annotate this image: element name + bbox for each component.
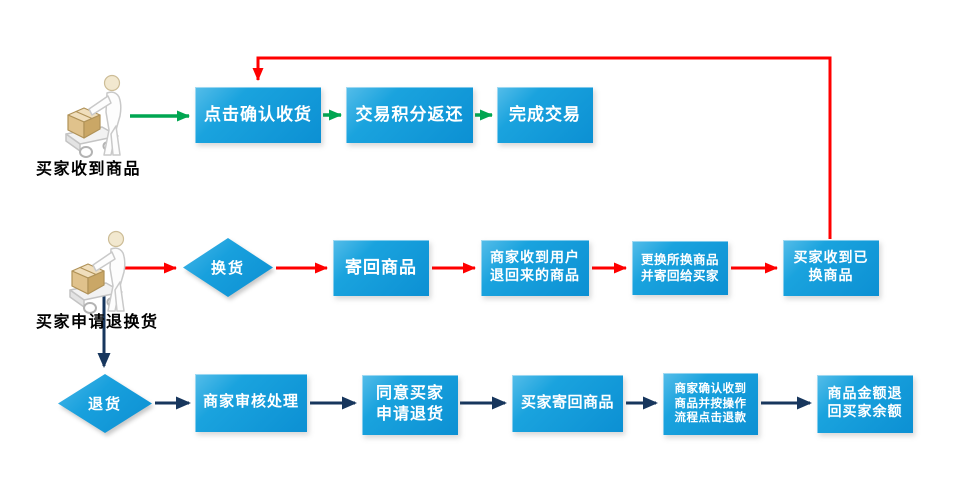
- arrow-feedback-to-confirm-receipt: [252, 56, 832, 239]
- step-amount-refunded-to-balance: 商品金额退 回买家余额: [817, 375, 913, 433]
- decision-exchange: 换货: [183, 238, 273, 297]
- step-click-confirm-receipt: 点击确认收货: [195, 87, 321, 143]
- decision-return: 退货: [58, 374, 152, 433]
- decision-return-label: 退货: [58, 374, 152, 433]
- step-merchant-review: 商家审核处理: [195, 374, 307, 432]
- step-merchant-receives-returned-goods: 商家收到用户 退回来的商品: [481, 240, 589, 296]
- step-buyer-receives-exchanged-goods: 买家收到已 换商品: [783, 240, 879, 296]
- step-buyer-sends-back-goods: 买家寄回商品: [512, 375, 623, 432]
- step-agree-return-request: 同意买家 申请退货: [362, 375, 458, 435]
- buyer-cart-icon: [58, 72, 138, 160]
- step-transaction-complete: 完成交易: [497, 87, 593, 143]
- actor-label-buyer-received: 买家收到商品: [36, 161, 142, 178]
- step-points-returned: 交易积分返还: [346, 87, 473, 143]
- buyer-cart-icon: [62, 228, 142, 316]
- step-merchant-confirms-and-refunds: 商家确认收到 商品并按操作 流程点击退款: [663, 373, 758, 435]
- decision-exchange-label: 换货: [183, 238, 273, 297]
- step-send-back-goods: 寄回商品: [333, 240, 429, 296]
- step-replace-and-ship-back: 更换所换商品 并寄回给买家: [632, 241, 728, 295]
- actor-label-buyer-apply-return-exchange: 买家申请退换货: [36, 314, 159, 331]
